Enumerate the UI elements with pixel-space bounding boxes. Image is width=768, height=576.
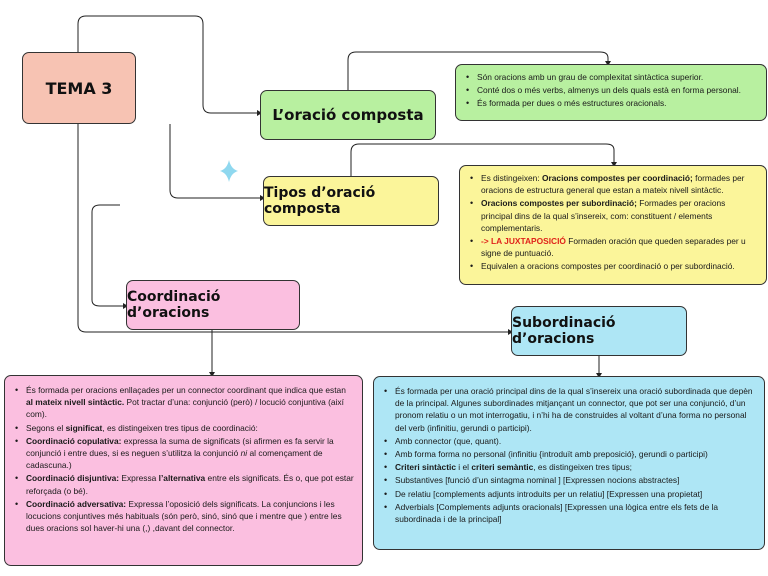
list-item: Amb forma forma no personal (infinitiu {…: [382, 448, 756, 461]
bold-text: Coordinació adversativa:: [26, 498, 127, 509]
list-item: Coordinació disjuntiva: Expressa l’alter…: [13, 472, 354, 496]
juxtaposicio-label: -> LA JUXTAPOSICIÓ: [481, 235, 566, 246]
bold-text: al mateix nivell sintàctic.: [26, 397, 125, 408]
italic-text: ni: [240, 447, 248, 458]
text-run: Expressa l’oposició dels significats. La…: [26, 498, 342, 534]
list-item: De relatiu [complements adjunts introdui…: [382, 488, 756, 501]
list-item: Oracions compostes per subordinació; For…: [468, 197, 758, 234]
bold-text: Criteri sintàctic: [395, 462, 456, 473]
list-item: Substantives [funció d’un sintagma nomin…: [382, 474, 756, 487]
text-run: , es distingeixen tres tipus;: [533, 462, 632, 473]
bold-text: Oracions compostes per subordinació;: [481, 198, 637, 209]
node-oracio-composta-label: L’oració composta: [272, 106, 424, 124]
text-run: És formada per oracions enllaçades per u…: [26, 385, 346, 395]
node-tipus-label: Tipos d’oració composta: [264, 185, 376, 217]
bold-text: Coordinació disjuntiva:: [26, 473, 120, 484]
sparkle-icon: [220, 160, 238, 182]
list-item: És formada per oracions enllaçades per u…: [13, 384, 354, 421]
list-item: Es distingeixen: Oracions compostes per …: [468, 172, 758, 196]
node-coordinacio-label: Coordinació d’oracions: [127, 289, 221, 321]
node-subordinacio-label: Subordinació d’oracions: [512, 315, 616, 347]
list-item: Equivalen a oracions compostes per coord…: [468, 260, 758, 273]
node-tema-3[interactable]: TEMA 3: [22, 52, 136, 124]
note-tipus-oracio[interactable]: Es distingeixen: Oracions compostes per …: [459, 165, 767, 285]
text-run: Pot tractar d’una: conjunció (però) / lo…: [26, 397, 344, 420]
bold-text: criteri semàntic: [471, 462, 534, 473]
list-item: Coordinació adversativa: Expressa l’opos…: [13, 498, 354, 535]
text-run: al començament de cadascuna.): [26, 447, 323, 471]
note-coordinacio[interactable]: És formada per oracions enllaçades per u…: [4, 375, 363, 566]
list-item: Segons el significat, es distingeixen tr…: [13, 422, 354, 435]
list-item: Coordinació copulativa: expressa la suma…: [13, 435, 354, 472]
connector-tipus-note: [350, 143, 615, 176]
connector-tema-subordinacio: [77, 124, 508, 333]
text-run: expressa la suma de significats (si afir…: [26, 435, 334, 458]
bold-text: Coordinació copulativa:: [26, 435, 122, 446]
text-run: , es distingeixen tres tipus de coordina…: [102, 422, 258, 433]
list-item: Criteri sintàctic i el criteri semàntic,…: [382, 461, 756, 474]
text-run: Formades per oracions principal dins de …: [481, 198, 726, 233]
node-subordinacio[interactable]: Subordinació d’oracions: [511, 306, 687, 356]
text-run: Formaden oración que queden separades pe…: [481, 235, 746, 259]
list-item: Amb connector (que, quant).: [382, 435, 756, 448]
text-run: Es distingeixen:: [481, 173, 542, 183]
connector-tema-coordinacio: [91, 204, 123, 307]
text-run: formades per oracions de estructura gene…: [481, 173, 745, 196]
text-run: Expressa: [119, 473, 159, 484]
node-tipus-oracio-composta[interactable]: Tipos d’oració composta: [263, 176, 439, 226]
connector-composta-note: [347, 51, 609, 90]
bold-text: l’alternativa: [158, 473, 206, 484]
list-item: Adverbials [Complements adjunts oraciona…: [382, 501, 756, 525]
bold-text: significat: [65, 422, 103, 433]
text-run: i el: [455, 462, 472, 473]
list-item: Conté dos o més verbs, almenys un dels q…: [464, 84, 758, 97]
list-item: És formada per una oració principal dins…: [382, 385, 756, 434]
list-item: És formada per dues o més estructures or…: [464, 97, 758, 110]
note-oracio-composta[interactable]: Són oracions amb un grau de complexitat …: [455, 64, 767, 121]
connector-tema-tipus: [169, 124, 260, 199]
text-run: Segons el: [26, 422, 66, 433]
list-item: -> LA JUXTAPOSICIÓ Formaden oración que …: [468, 235, 758, 259]
node-tema-3-label: TEMA 3: [45, 78, 113, 98]
list-item: Són oracions amb un grau de complexitat …: [464, 71, 758, 84]
bold-text: Oracions compostes per coordinació;: [542, 173, 693, 183]
connector-tema-composta: [77, 15, 257, 114]
note-subordinacio[interactable]: És formada per una oració principal dins…: [373, 376, 765, 550]
text-run: entre els significats. És o, que pot est…: [26, 473, 354, 496]
node-coordinacio[interactable]: Coordinació d’oracions: [126, 280, 300, 330]
node-oracio-composta[interactable]: L’oració composta: [260, 90, 436, 140]
